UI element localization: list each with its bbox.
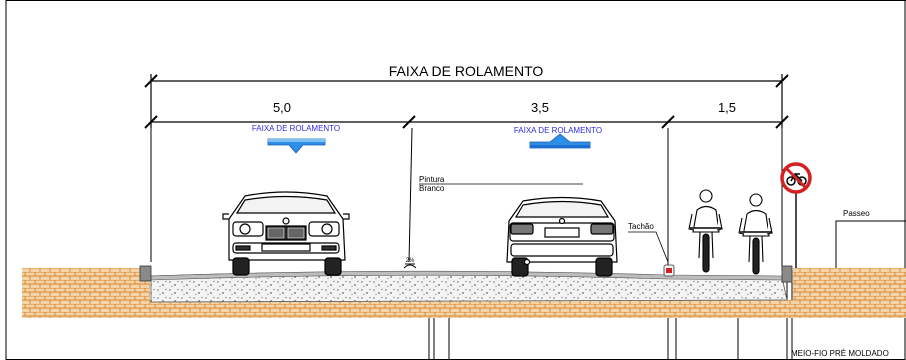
dimension-right: 1,5 <box>718 100 736 115</box>
stud-label: Tachão <box>628 222 654 231</box>
car-front-icon <box>222 191 350 276</box>
dimension-left: 5,0 <box>273 100 291 115</box>
overall-title: FAIXA DE ROLAMENTO <box>389 63 544 79</box>
cyclist-left-icon <box>688 189 723 273</box>
no-bicycles-sign-icon <box>780 162 812 268</box>
ground-hatch <box>22 268 906 318</box>
lane-label-left: FAIXA DE ROLAMENTO <box>252 124 340 133</box>
stud-leader <box>628 231 669 263</box>
curb-right <box>781 265 793 283</box>
curb-label: MEIO-FIO PRÉ MOLDADO <box>791 349 889 358</box>
sidewalk-leader <box>835 220 906 268</box>
paint-marker: 2% <box>403 258 417 269</box>
sidewalk-label: Passeo <box>843 209 870 218</box>
paint-note-line1: Pintura <box>419 175 445 184</box>
arrow-down-icon <box>267 138 326 154</box>
car-rear-icon <box>506 196 618 277</box>
arrow-up-icon <box>529 133 591 149</box>
road-stud-icon <box>663 264 675 277</box>
pavement-layers <box>150 270 788 303</box>
paint-note-line2: Branco <box>419 184 445 193</box>
curb-left <box>139 265 152 282</box>
lane-label-right: FAIXA DE ROLAMENTO <box>514 126 602 135</box>
cyclist-right-icon <box>738 193 773 275</box>
dimension-lines <box>144 74 789 129</box>
dimension-middle: 3,5 <box>531 100 549 115</box>
paint-slope: 2% <box>406 258 415 264</box>
